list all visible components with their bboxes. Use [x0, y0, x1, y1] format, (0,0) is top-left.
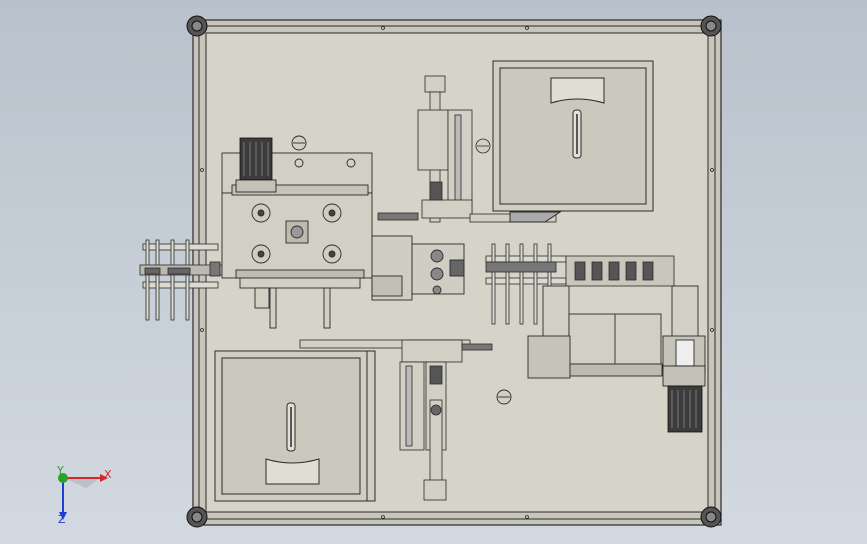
coordinate-triad [58, 473, 108, 520]
conveyor-rails-right [485, 243, 675, 325]
z-axis-label: Z [58, 513, 66, 526]
hopper-box-top-right [492, 60, 654, 223]
vertical-slide-top [377, 75, 557, 223]
vertical-slide-bottom [299, 339, 493, 501]
feeder-module-top-left [221, 135, 373, 329]
servo-motor-bottom-right [662, 365, 706, 433]
foot-bottom-right [700, 506, 722, 528]
conveyor-rails-left [139, 239, 226, 321]
foot-top-left [186, 15, 208, 37]
foot-top-right [700, 15, 722, 37]
clamp-station-right [496, 285, 706, 405]
foot-bottom-left [186, 506, 208, 528]
corner-leveling-feet [186, 15, 722, 528]
servo-motor-top [235, 137, 277, 193]
rotary-fixture-plate [371, 235, 465, 301]
x-axis-label: X [104, 468, 112, 481]
y-axis-label: Y [57, 464, 64, 477]
hopper-box-bottom-left [214, 350, 376, 502]
